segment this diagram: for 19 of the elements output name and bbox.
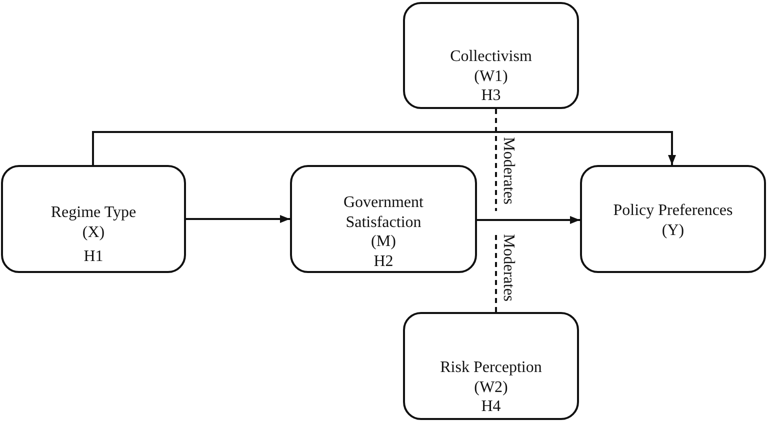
variable-box xyxy=(580,165,766,273)
arrow xyxy=(92,131,676,165)
hypothesis-label: H4 xyxy=(481,397,501,416)
variable-name: Government Satisfaction (M) xyxy=(342,193,424,252)
arrow xyxy=(477,216,580,224)
hypothesis-label: H3 xyxy=(481,86,501,106)
variable-name: Regime Type (X) xyxy=(50,203,138,242)
hypothesis-label: H2 xyxy=(374,252,394,271)
variable-name: Collectivism (W1) xyxy=(449,47,533,86)
arrow xyxy=(186,215,290,223)
variable-name: Risk Perception (W2) xyxy=(439,358,543,397)
variable-name: Policy Preferences (Y) xyxy=(612,201,734,240)
moderation-line xyxy=(495,232,497,312)
variable-box xyxy=(290,165,477,273)
variable-box xyxy=(1,165,186,273)
hypothesis-label: H1 xyxy=(84,247,104,266)
moderation-line xyxy=(495,109,497,211)
variable-box xyxy=(403,312,579,420)
variable-box xyxy=(403,2,579,109)
